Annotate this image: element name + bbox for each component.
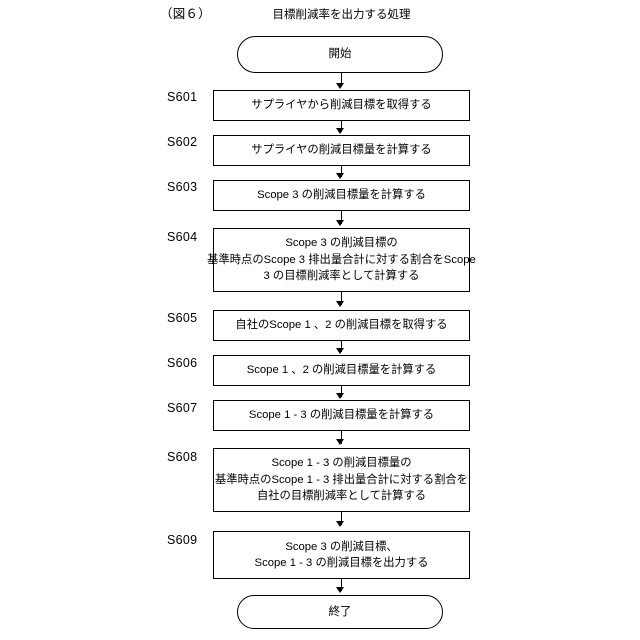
- process-box-s608-line-1: Scope 1 - 3 の削減目標量の: [271, 457, 412, 470]
- process-box-s604-line-2: 基準時点のScope 3 排出量合計に対する割合をScope: [207, 253, 476, 266]
- process-box-s609: Scope 3 の削減目標、 Scope 1 - 3 の削減目標を出力する: [213, 531, 470, 579]
- arrowhead-s603-to-s604: [336, 220, 344, 226]
- step-label-s609: S609: [167, 533, 198, 547]
- process-box-s608-line-2: 基準時点のScope 1 - 3 排出量合計に対する割合を: [215, 473, 468, 486]
- process-box-s604-line-3: 3 の目標削減率として計算する: [263, 270, 420, 283]
- start-node: 開始: [237, 36, 443, 73]
- arrowhead-s601-to-s602: [336, 128, 344, 134]
- connector-s607-to-s608: [340, 431, 342, 444]
- start-node-label: 開始: [328, 48, 352, 60]
- process-box-s606: Scope 1 、2 の削減目標量を計算する: [213, 355, 470, 386]
- process-box-s609-line-2: Scope 1 - 3 の削減目標を出力する: [254, 557, 429, 569]
- end-node: 終了: [237, 595, 443, 629]
- connector-start-to-s601: [340, 73, 342, 84]
- process-box-s608-line-3: 自社の目標削減率として計算する: [256, 490, 427, 503]
- step-label-s603: S603: [167, 180, 198, 194]
- connector-s605-to-s606: [340, 341, 342, 352]
- arrowhead-s608-to-s609: [336, 521, 344, 527]
- figure-number-label: （図６）: [160, 7, 211, 21]
- connector-s606-to-s607: [340, 386, 342, 397]
- process-box-s602: サプライヤの削減目標量を計算する: [213, 135, 470, 166]
- process-box-s604-line-1: Scope 3 の削減目標の: [285, 237, 398, 250]
- process-box-s603: Scope 3 の削減目標量を計算する: [213, 180, 470, 211]
- arrowhead-s604-to-s605: [336, 301, 344, 307]
- connector-s609-to-end: [340, 579, 342, 591]
- process-box-s607-line-1: Scope 1 - 3 の削減目標量を計算する: [248, 409, 435, 422]
- process-box-s605: 自社のScope 1 、2 の削減目標を取得する: [213, 310, 470, 341]
- connector-s603-to-s604: [340, 211, 342, 224]
- arrowhead-s609-to-end: [336, 587, 344, 593]
- process-box-s605-line-1: 自社のScope 1 、2 の削減目標を取得する: [235, 319, 448, 332]
- step-label-s607: S607: [167, 401, 198, 415]
- process-box-s607: Scope 1 - 3 の削減目標量を計算する: [213, 400, 470, 431]
- connector-s601-to-s602: [340, 121, 342, 132]
- connector-s604-to-s605: [340, 292, 342, 305]
- step-label-s608: S608: [167, 450, 198, 464]
- connector-s602-to-s603: [340, 166, 342, 177]
- arrowhead-s606-to-s607: [336, 393, 344, 399]
- arrowhead-s607-to-s608: [336, 439, 344, 445]
- arrowhead-s602-to-s603: [336, 173, 344, 179]
- diagram-title: 目標削減率を出力する処理: [272, 9, 411, 21]
- step-label-s605: S605: [167, 311, 198, 325]
- process-box-s601-line-1: サプライヤから削減目標を取得する: [251, 99, 432, 112]
- step-label-s604: S604: [167, 230, 198, 244]
- process-box-s603-line-1: Scope 3 の削減目標量を計算する: [257, 189, 426, 202]
- end-node-label: 終了: [328, 605, 352, 618]
- connector-s608-to-s609: [340, 512, 342, 525]
- process-box-s604: Scope 3 の削減目標の 基準時点のScope 3 排出量合計に対する割合を…: [207, 228, 476, 292]
- process-box-s609-line-1: Scope 3 の削減目標、: [285, 540, 398, 553]
- process-box-s601: サプライヤから削減目標を取得する: [213, 90, 470, 121]
- process-box-s602-line-1: サプライヤの削減目標量を計算する: [251, 144, 432, 157]
- step-label-s601: S601: [167, 90, 198, 104]
- arrowhead-s605-to-s606: [336, 348, 344, 354]
- process-box-s608: Scope 1 - 3 の削減目標量の 基準時点のScope 1 - 3 排出量…: [213, 448, 470, 512]
- arrowhead-start-to-s601: [336, 83, 344, 89]
- process-box-s606-line-1: Scope 1 、2 の削減目標量を計算する: [246, 364, 437, 377]
- step-label-s602: S602: [167, 135, 198, 149]
- step-label-s606: S606: [167, 356, 198, 370]
